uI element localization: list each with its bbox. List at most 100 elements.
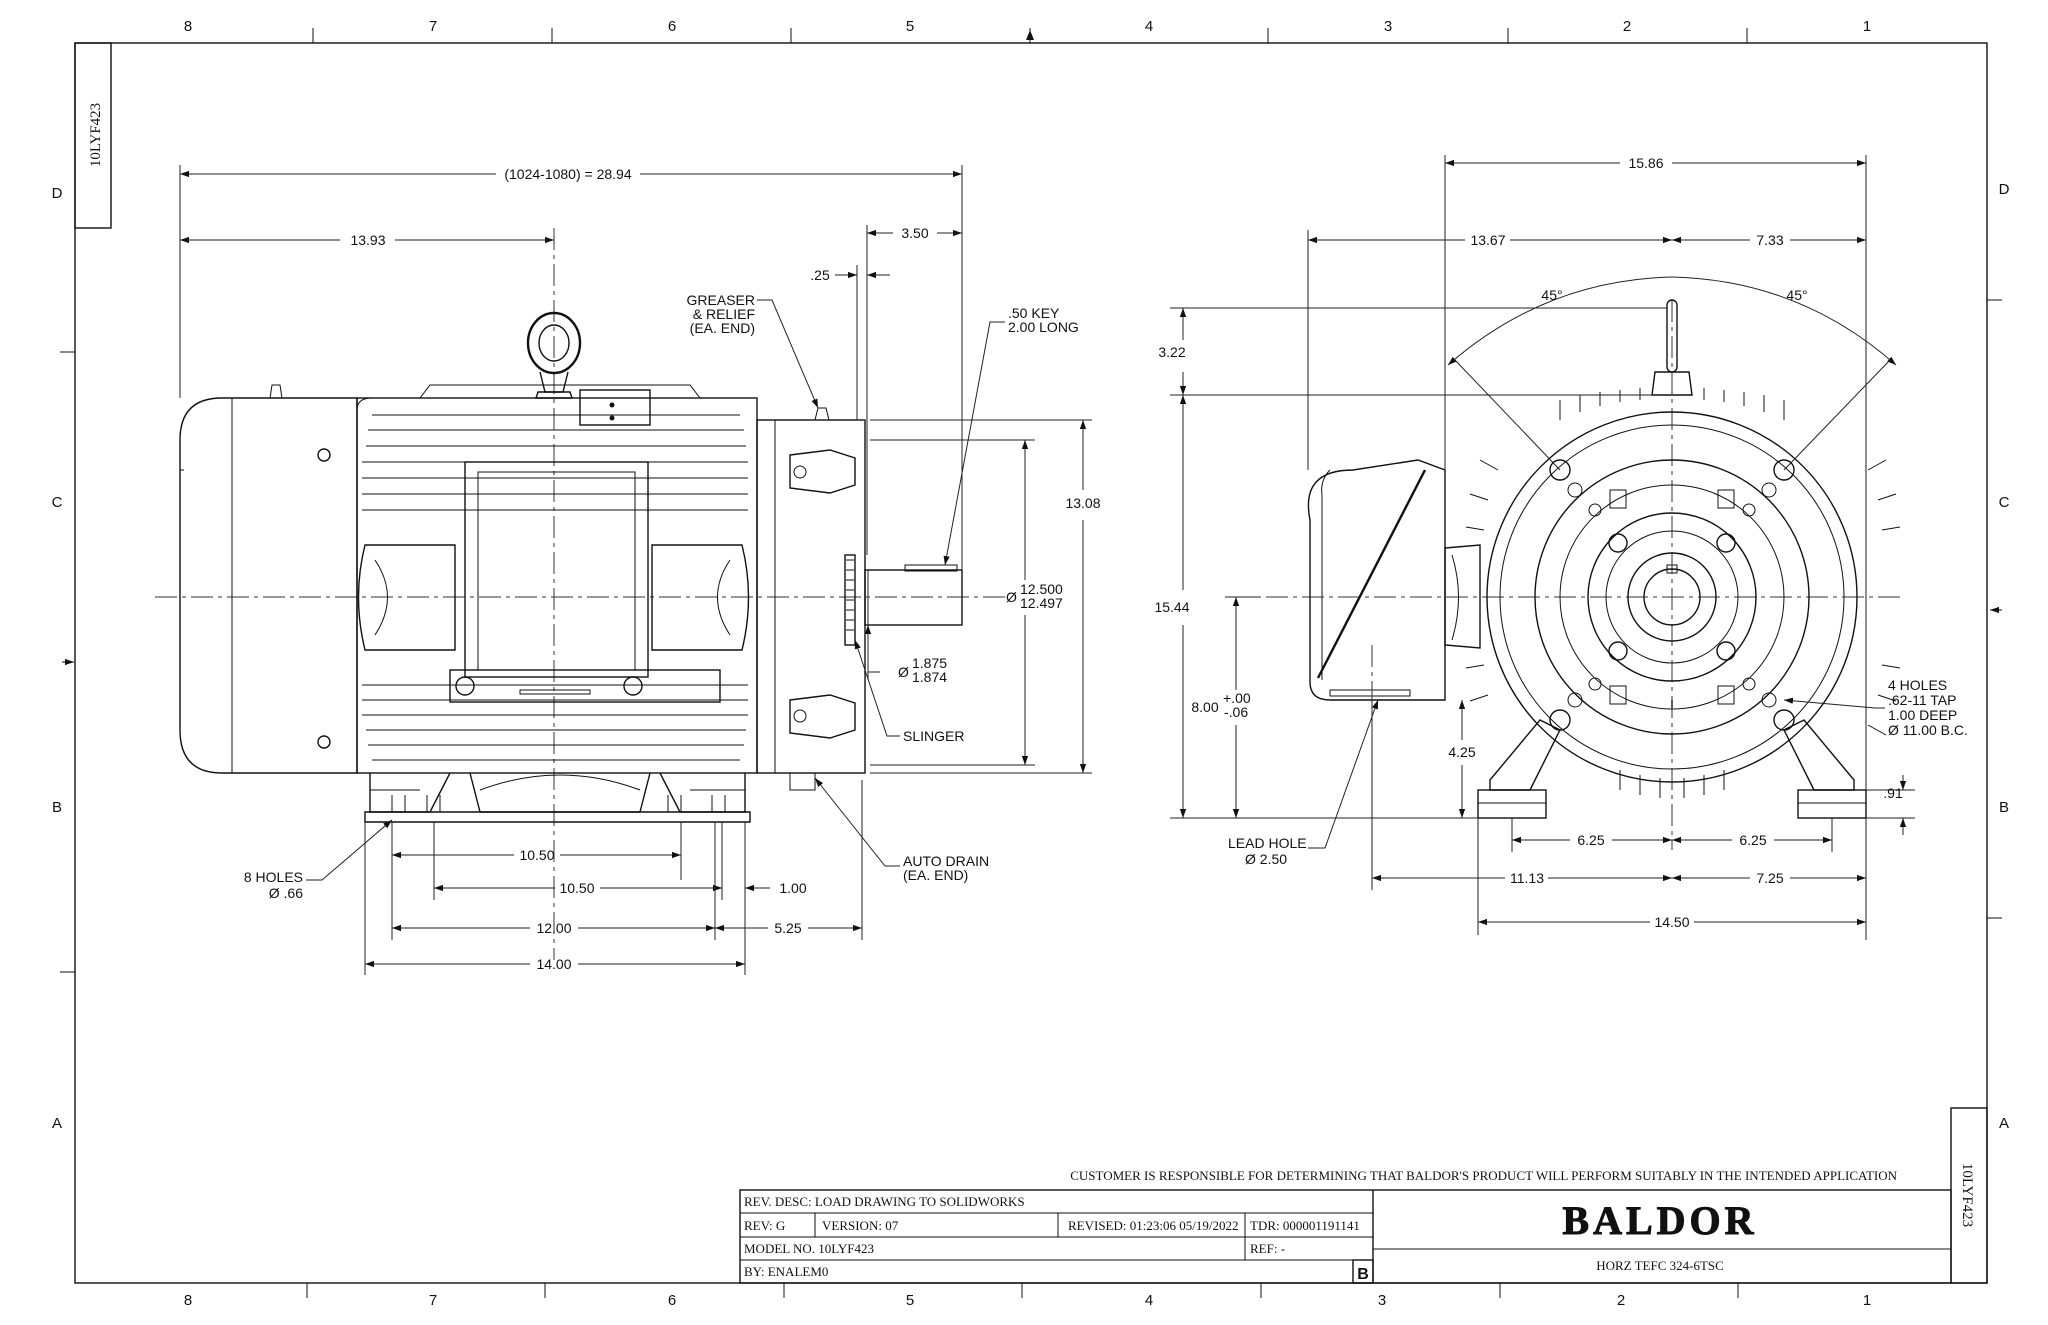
tap-holes-label-line2: .62-11 TAP — [1888, 692, 1956, 708]
end-view — [1230, 299, 1901, 850]
drawing-number-top-left: 10LYF423 — [74, 42, 112, 229]
zone-col-bottom-3: 3 — [1378, 1292, 1386, 1309]
zone-row-right-d: D — [1999, 181, 2010, 198]
tdr-number: TDR: 000001191141 — [1250, 1218, 1360, 1233]
dim-shaft-dia-lower: 1.874 — [912, 669, 947, 685]
conduit-box-side — [464, 461, 649, 678]
holes-label-line1: 8 HOLES — [244, 869, 303, 885]
tap-holes-label-line1: 4 HOLES — [1888, 677, 1947, 693]
auto-drain-label-line1: AUTO DRAIN — [903, 853, 989, 869]
motor-description: HORZ TEFC 324-6TSC — [1596, 1258, 1724, 1273]
fan-cover — [179, 397, 358, 774]
zone-row-left-d: D — [52, 185, 63, 202]
end-view-frame — [1486, 411, 1858, 783]
dim-3-50: 3.50 — [901, 225, 928, 241]
rev-desc: REV. DESC: LOAD DRAWING TO SOLIDWORKS — [744, 1194, 1025, 1209]
dim-8-00: 8.00 — [1191, 699, 1218, 715]
zone-row-left-a: A — [52, 1115, 62, 1132]
drain-fitting — [789, 694, 856, 739]
key-label-line1: .50 KEY — [1008, 305, 1060, 321]
dim-0-91: .91 — [1883, 785, 1903, 801]
dim-4-25: 4.25 — [1448, 744, 1475, 760]
zone-row-left-c: C — [52, 494, 63, 511]
zone-col-bottom-7: 7 — [429, 1292, 437, 1309]
feet-base — [364, 811, 751, 823]
lead-hole-label-line1: LEAD HOLE — [1228, 835, 1307, 851]
sheet-border — [60, 28, 2002, 1298]
slinger-label: SLINGER — [903, 728, 964, 744]
auto-drain-label-line2: (EA. END) — [903, 867, 968, 883]
motor-frame — [356, 397, 758, 774]
zone-col-top-8: 8 — [184, 18, 192, 35]
greaser-label-line3: (EA. END) — [690, 320, 755, 336]
dim-7-33: 7.33 — [1756, 232, 1783, 248]
disclaimer-text: CUSTOMER IS RESPONSIBLE FOR DETERMINING … — [1070, 1168, 1897, 1183]
dim-overall-length: (1024-1080) = 28.94 — [504, 166, 631, 182]
greaser-label-line2: & RELIEF — [693, 306, 755, 322]
greaser-fitting — [789, 449, 856, 494]
zone-col-bottom-8: 8 — [184, 1292, 192, 1309]
dim-14-50: 14.50 — [1654, 914, 1689, 930]
greaser-label-line1: GREASER — [687, 292, 755, 308]
version: VERSION: 07 — [822, 1218, 899, 1233]
zone-col-bottom-1: 1 — [1863, 1292, 1871, 1309]
holes-label-line2: Ø .66 — [269, 885, 303, 901]
dim-11-13: 11.13 — [1510, 870, 1544, 886]
dim-8-00-tol-plus: +.00 — [1223, 690, 1251, 706]
dim-5-25: 5.25 — [774, 920, 801, 936]
end-view-dimensions: 15.86 13.67 7.33 45° 45° 3.22 15.44 8.00… — [1154, 155, 1968, 940]
zone-col-top-1: 1 — [1863, 18, 1871, 35]
dim-15-44: 15.44 — [1154, 599, 1189, 615]
zone-col-top-3: 3 — [1384, 18, 1392, 35]
dim-6-25-a: 6.25 — [1577, 832, 1604, 848]
lead-hole-label-line2: Ø 2.50 — [1245, 851, 1287, 867]
zone-row-left-b: B — [52, 799, 62, 816]
revised-date: REVISED: 01:23:06 05/19/2022 — [1068, 1218, 1238, 1233]
dim-6-25-b: 6.25 — [1739, 832, 1766, 848]
dim-10-50-b: 10.50 — [559, 880, 594, 896]
side-view-dimensions: (1024-1080) = 28.94 13.93 3.50 .25 13.08… — [179, 165, 1101, 975]
dim-7-25: 7.25 — [1756, 870, 1783, 886]
conduit-box-end — [1307, 459, 1446, 701]
zone-col-top-6: 6 — [668, 18, 676, 35]
zone-col-top-5: 5 — [906, 18, 914, 35]
dim-angle-left: 45° — [1541, 287, 1562, 303]
dim-10-50-a: 10.50 — [519, 847, 554, 863]
zone-col-bottom-4: 4 — [1145, 1292, 1153, 1309]
end-bracket-face — [1587, 512, 1757, 682]
zone-col-bottom-5: 5 — [906, 1292, 914, 1309]
dim-angle-right: 45° — [1786, 287, 1807, 303]
dim-0-25: .25 — [810, 267, 830, 283]
zone-labels: 8 7 6 5 4 3 2 1 8 7 6 5 4 3 2 1 D C B A … — [52, 18, 2010, 1309]
dim-shaft-dia-upper: 1.875 — [912, 655, 947, 671]
zone-col-bottom-6: 6 — [668, 1292, 676, 1309]
shaft — [864, 569, 963, 626]
ref-field: REF: - — [1250, 1241, 1285, 1256]
tap-holes-label-line3: 1.00 DEEP — [1888, 707, 1957, 723]
drawing-number-bottom: 10LYF423 — [1959, 1163, 1975, 1227]
key-label-line2: 2.00 LONG — [1008, 319, 1079, 335]
end-view-shaft — [1643, 568, 1701, 626]
zone-row-right-a: A — [1999, 1115, 2009, 1132]
svg-text:Ø: Ø — [898, 664, 909, 680]
slinger — [844, 554, 856, 646]
zone-col-top-2: 2 — [1623, 18, 1631, 35]
drawing-number-bottom-right: 10LYF423 — [1950, 1107, 1988, 1284]
dim-13-93: 13.93 — [350, 232, 385, 248]
lifting-eye — [526, 311, 582, 375]
zone-col-top-7: 7 — [429, 18, 437, 35]
zone-row-right-b: B — [1999, 799, 2009, 816]
model-number: MODEL NO. 10LYF423 — [744, 1241, 874, 1256]
dim-pilot-dia-lower: 12.497 — [1020, 595, 1063, 611]
dim-14-00: 14.00 — [536, 956, 571, 972]
side-view — [155, 228, 1010, 960]
dim-8-00-tol-minus: -.06 — [1224, 704, 1248, 720]
shaft-key — [904, 564, 958, 572]
rev-letter: REV: G — [744, 1218, 785, 1233]
title-block: CUSTOMER IS RESPONSIBLE FOR DETERMINING … — [739, 1168, 1952, 1284]
drawn-by: BY: ENALEM0 — [744, 1264, 828, 1279]
zone-col-top-4: 4 — [1145, 18, 1153, 35]
dim-3-22: 3.22 — [1158, 344, 1185, 360]
dim-pilot-dia-upper: 12.500 — [1020, 581, 1063, 597]
